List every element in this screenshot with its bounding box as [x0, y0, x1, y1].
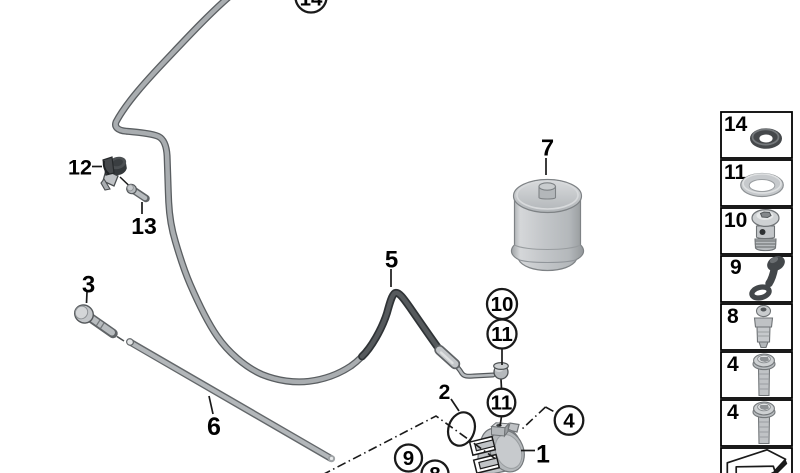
svg-text:11: 11: [724, 161, 747, 184]
svg-text:7: 7: [541, 135, 554, 161]
svg-text:1: 1: [536, 441, 550, 469]
svg-text:6: 6: [207, 413, 221, 441]
svg-text:11: 11: [491, 392, 513, 415]
svg-text:4: 4: [727, 401, 739, 424]
svg-text:11: 11: [491, 323, 513, 346]
svg-text:2: 2: [439, 381, 451, 404]
svg-text:9: 9: [403, 447, 414, 470]
svg-text:8: 8: [429, 463, 440, 473]
svg-text:14: 14: [724, 113, 748, 136]
svg-text:12: 12: [68, 156, 92, 180]
svg-text:4: 4: [563, 409, 575, 432]
svg-text:5: 5: [385, 247, 398, 274]
svg-text:10: 10: [724, 209, 747, 232]
svg-text:13: 13: [131, 213, 157, 239]
svg-text:3: 3: [82, 272, 95, 299]
svg-text:8: 8: [727, 305, 739, 328]
svg-text:9: 9: [730, 256, 742, 279]
svg-text:4: 4: [727, 353, 739, 376]
svg-text:10: 10: [491, 293, 514, 316]
svg-text:14: 14: [300, 0, 323, 11]
